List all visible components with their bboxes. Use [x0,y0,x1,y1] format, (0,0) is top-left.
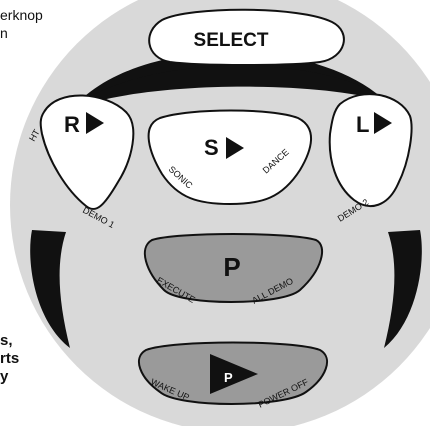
select-button-label: SELECT [194,30,269,51]
black-crescent-inner [70,65,392,110]
select-button[interactable]: SELECT [148,8,345,66]
cropped-bottom-text: s, rts y [0,332,20,385]
black-crescent [64,52,400,120]
r-button-label: R [64,112,80,137]
l-arrow-icon [374,112,392,134]
power-button-label: P [224,370,233,385]
s-button[interactable]: S [147,109,313,206]
r-button[interactable]: R [39,94,135,210]
r-arrow-icon [86,112,104,134]
l-button[interactable]: L [328,93,413,208]
s-arrow-icon [226,137,244,159]
power-play-icon [210,354,258,394]
right-side-wedge [384,230,422,348]
l-button-label: L [356,112,369,137]
execute-button-label: P [223,252,240,282]
execute-button[interactable]: P [143,233,324,303]
s-button-label: S [204,135,219,160]
cropped-side-text: erknop n [0,7,43,41]
power-button[interactable]: P [138,341,328,405]
left-side-wedge [30,230,70,348]
